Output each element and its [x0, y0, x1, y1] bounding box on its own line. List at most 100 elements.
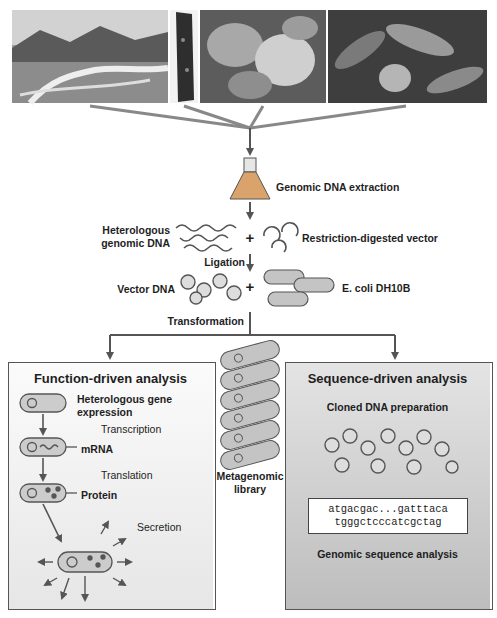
step-label: Transcription [101, 423, 161, 436]
habitat-photos-part [328, 10, 487, 103]
expression-cells-part [43, 504, 61, 541]
expression-cells-part [56, 487, 60, 491]
cloned-plasmids-part [446, 461, 458, 473]
secretion-rays-part [117, 561, 131, 562]
plasmid-icons-part [213, 274, 227, 288]
habitat-photos-part [176, 12, 194, 102]
expression-cells-part [66, 492, 77, 493]
secretion-rays-part [113, 578, 125, 585]
flask-icon [230, 158, 270, 199]
plus-sign: + [244, 229, 256, 247]
expression-cells-part [66, 446, 77, 447]
vector-arcs-part [264, 227, 280, 240]
collection-arrows [90, 106, 406, 128]
expression-cells-part [52, 494, 56, 498]
expression-cells-part [101, 555, 105, 559]
molecule-label: Protein [81, 489, 117, 502]
habitat-photos-part [207, 23, 263, 67]
vector-arcs-part [272, 240, 286, 252]
secretion-rays-part [113, 539, 125, 546]
ecoli-cells-part [268, 292, 308, 306]
habitat-photos [12, 10, 487, 103]
sequence-box: atgacgac...gatttaca tgggctcccatcgctag [308, 498, 468, 534]
secretion-rays-part [45, 578, 57, 585]
cloned-plasmids-part [361, 441, 375, 455]
metagenomic-library-cells-part-part [234, 413, 244, 423]
expression-cells-part [46, 488, 50, 492]
habitat-photos-part [424, 61, 487, 98]
habitat-photos-part [20, 80, 150, 95]
expression-cells-part [42, 458, 44, 480]
metagenomic-library-cells-part-part [234, 433, 244, 443]
expression-cells-part [20, 438, 66, 456]
library-label: Metagenomic library [212, 470, 288, 495]
habitat-photos-part [282, 16, 318, 40]
metagenomic-library-cells-part-part [219, 439, 282, 472]
ecoli-cells-part [294, 278, 334, 292]
expression-cells [20, 394, 112, 572]
expression-cells-part [20, 394, 66, 412]
cloned-plasmids-part [435, 442, 449, 456]
habitat-photos-part [12, 26, 168, 62]
flow-arrow [249, 202, 251, 218]
host-label: E. coli DH10B [342, 282, 482, 295]
step-label: Heterologous genomic DNA [85, 224, 170, 249]
cloned-plasmids-part [371, 459, 385, 473]
sequence-panel: Sequence-driven analysisCloned DNA prepa… [285, 362, 493, 610]
step-label: Transformation [158, 315, 244, 328]
plus-sign: + [244, 278, 256, 296]
cloned-plasmids-part [381, 429, 395, 443]
sequence-text: atgacgac...gatttaca tgggctcccatcgctag [315, 503, 461, 529]
process-label: Genomic sequence analysis [286, 548, 489, 561]
sequence-panel-fill [285, 362, 490, 610]
cloned-plasmids-part [407, 460, 421, 474]
secretion-rays-part [101, 522, 108, 534]
habitat-photos-part [12, 10, 168, 103]
vector-arcs-part [282, 223, 298, 236]
expression-cells-part [42, 414, 44, 434]
expression-cells-part [28, 443, 37, 452]
process-label: Cloned DNA preparation [286, 401, 489, 414]
habitat-photos-part [200, 10, 326, 103]
expression-cells-part [28, 489, 37, 498]
expression-cells-part [88, 556, 92, 560]
expression-cells-part [58, 552, 112, 572]
function-panel: Function-driven analysisHeterologous gen… [8, 362, 216, 610]
step-label: Restriction-digested vector [302, 232, 487, 245]
branch-bracket-part [110, 334, 395, 336]
flask-icon-part [244, 158, 256, 172]
metagenomic-library-cells-part [219, 439, 282, 472]
cloned-plasmids-part [325, 438, 339, 452]
secretion-rays-part [39, 561, 53, 562]
flow-arrow [249, 254, 251, 270]
step-label: Translation [101, 469, 153, 482]
flow-line [249, 312, 251, 335]
plasmid-icons-part [190, 292, 202, 304]
expression-cells-part [96, 563, 100, 567]
flask-icon-part [230, 172, 270, 199]
expression-cells-part [67, 557, 77, 567]
habitat-photos-part [379, 64, 411, 92]
branch-bracket-part [394, 335, 396, 358]
step-label: Vector DNA [103, 283, 175, 296]
expression-cells-part [40, 445, 58, 449]
cloned-plasmids-part [335, 458, 349, 472]
branch-bracket-part [109, 335, 111, 358]
cloned-plasmids [325, 429, 458, 474]
metagenomic-library-cells [219, 339, 282, 472]
habitat-photos-part [181, 38, 185, 42]
process-label: Heterologous gene expression [77, 393, 207, 418]
cloned-plasmids-part [417, 430, 431, 444]
dna-strands [176, 225, 236, 251]
cloned-plasmids-part [399, 441, 413, 455]
habitat-photos-part [330, 25, 391, 76]
secretion-rays-part [62, 578, 69, 598]
cloned-plasmids-part [343, 429, 357, 443]
habitat-photos-part [382, 17, 457, 62]
collection-arrows-part [184, 106, 250, 128]
vector-arcs [264, 223, 298, 252]
function-panel-fill [8, 362, 213, 610]
plasmid-icons-part [227, 286, 241, 300]
secretion-rays-part [84, 576, 85, 600]
